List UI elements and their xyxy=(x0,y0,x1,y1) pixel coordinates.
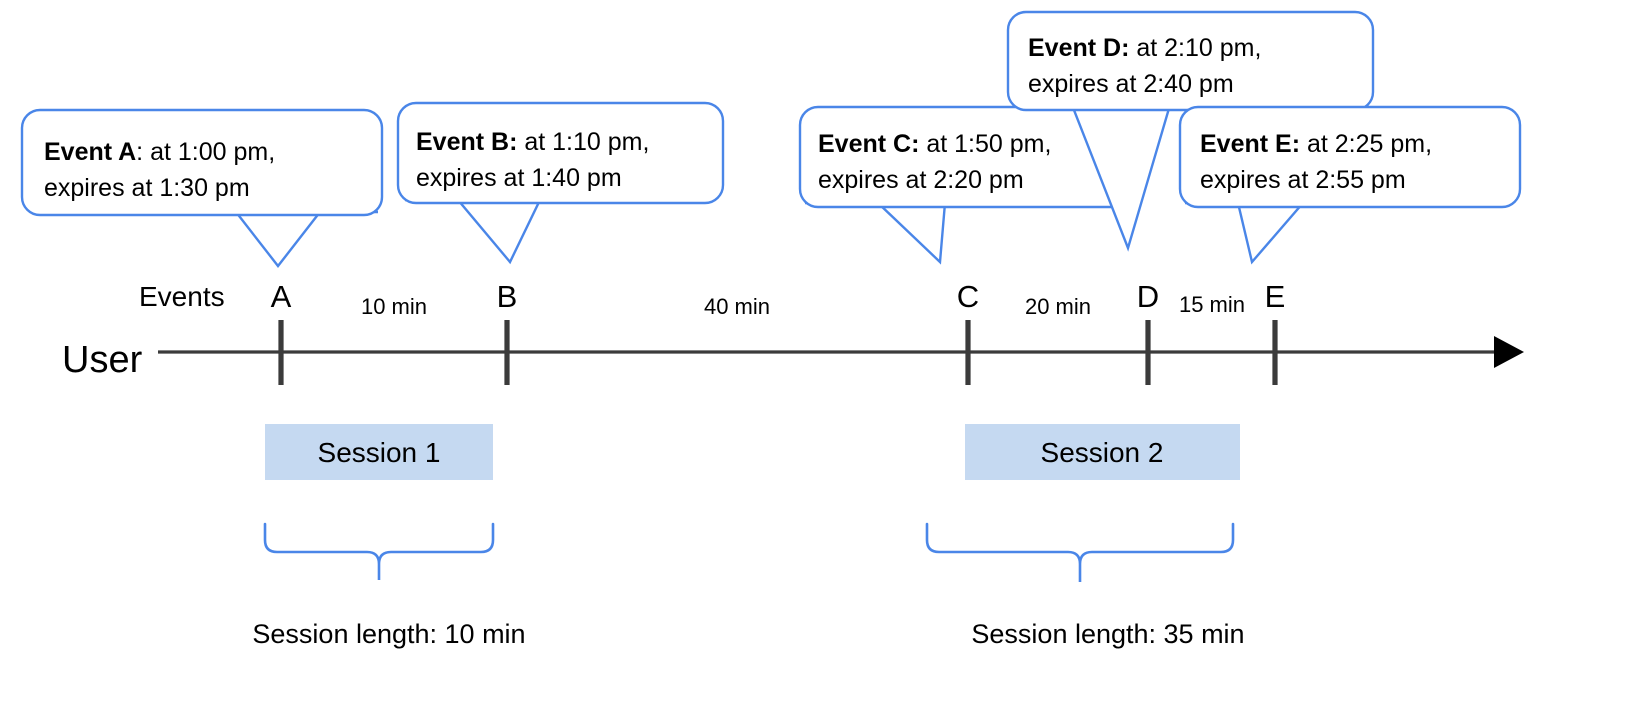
tick-label-c: C xyxy=(957,279,979,314)
session-1-group[interactable]: Session 1 Session length: 10 min xyxy=(252,424,526,649)
session-2-brace xyxy=(925,522,1235,582)
gap-label-a-b: 10 min xyxy=(361,294,427,319)
callout-e-body: at 2:25 pm, xyxy=(1307,130,1432,158)
callout-a-sep: : xyxy=(136,138,150,166)
gap-label-d-e: 15 min xyxy=(1179,292,1245,317)
callout-b-body: at 1:10 pm, xyxy=(524,128,649,156)
callout-a-body: at 1:00 pm, xyxy=(150,138,275,166)
callout-c-line1: Event C: at 1:50 pm, xyxy=(818,130,1051,158)
session-2-caption: Session length: 35 min xyxy=(971,619,1244,649)
callout-b-lead: Event B: xyxy=(416,128,517,156)
session-2-label: Session 2 xyxy=(1041,437,1164,468)
callout-a-line1: Event A: at 1:00 pm, xyxy=(44,138,275,166)
tick-label-b: B xyxy=(497,279,518,314)
session-2-group[interactable]: Session 2 Session length: 35 min xyxy=(925,424,1245,649)
session-1-brace xyxy=(263,522,495,580)
callout-e-box xyxy=(1178,105,1522,209)
callout-d-line2: expires at 2:40 pm xyxy=(1028,70,1234,98)
callout-b-sep xyxy=(517,128,524,156)
callout-e-lead: Event E: xyxy=(1200,130,1300,158)
tick-label-a: A xyxy=(271,279,292,314)
session-2-box xyxy=(965,424,1240,480)
callout-a-lead: Event A xyxy=(44,138,136,166)
session-1-caption: Session length: 10 min xyxy=(252,619,525,649)
callout-b-box xyxy=(396,101,725,205)
callout-c-lead: Event C: xyxy=(818,130,919,158)
tick-label-d: D xyxy=(1137,279,1159,314)
callout-d-body: at 2:10 pm, xyxy=(1136,34,1261,62)
session-1-box xyxy=(265,424,493,480)
callout-d-lead: Event D: xyxy=(1028,34,1129,62)
tick-label-e: E xyxy=(1265,279,1286,314)
callout-event-b[interactable]: Event B: at 1:10 pm, expires at 1:40 pm xyxy=(396,101,725,265)
callout-b-line2: expires at 1:40 pm xyxy=(416,164,622,192)
callout-event-a[interactable]: Event A: at 1:00 pm, expires at 1:30 pm xyxy=(20,108,384,268)
callout-e-sep xyxy=(1300,130,1307,158)
callout-a-box xyxy=(20,108,384,217)
callout-e-line2: expires at 2:55 pm xyxy=(1200,166,1406,194)
gap-label-b-c: 40 min xyxy=(704,294,770,319)
callout-b-line1: Event B: at 1:10 pm, xyxy=(416,128,649,156)
events-row-label: Events xyxy=(139,281,225,312)
callout-c-tail xyxy=(805,201,1010,265)
callout-event-e[interactable]: Event E: at 2:25 pm, expires at 2:55 pm xyxy=(1178,105,1522,265)
gap-label-c-d: 20 min xyxy=(1025,294,1091,319)
session-1-label: Session 1 xyxy=(318,437,441,468)
callout-a-line2: expires at 1:30 pm xyxy=(44,174,250,202)
user-lane-label: User xyxy=(62,339,143,381)
callout-event-c[interactable]: Event C: at 1:50 pm, expires at 2:20 pm xyxy=(798,105,1137,265)
callout-c-sep xyxy=(919,130,926,158)
callout-event-d[interactable]: Event D: at 2:10 pm, expires at 2:40 pm xyxy=(1006,10,1375,252)
timeline-arrow-icon xyxy=(1494,336,1524,368)
callout-e-tail xyxy=(1185,201,1370,265)
callout-d-line1: Event D: at 2:10 pm, xyxy=(1028,34,1261,62)
callout-d-sep xyxy=(1129,34,1136,62)
callout-e-line1: Event E: at 2:25 pm, xyxy=(1200,130,1432,158)
callout-c-body: at 1:50 pm, xyxy=(926,130,1051,158)
callout-b-tail xyxy=(405,198,600,265)
callout-c-line2: expires at 2:20 pm xyxy=(818,166,1024,194)
callout-a-tail xyxy=(180,210,378,268)
